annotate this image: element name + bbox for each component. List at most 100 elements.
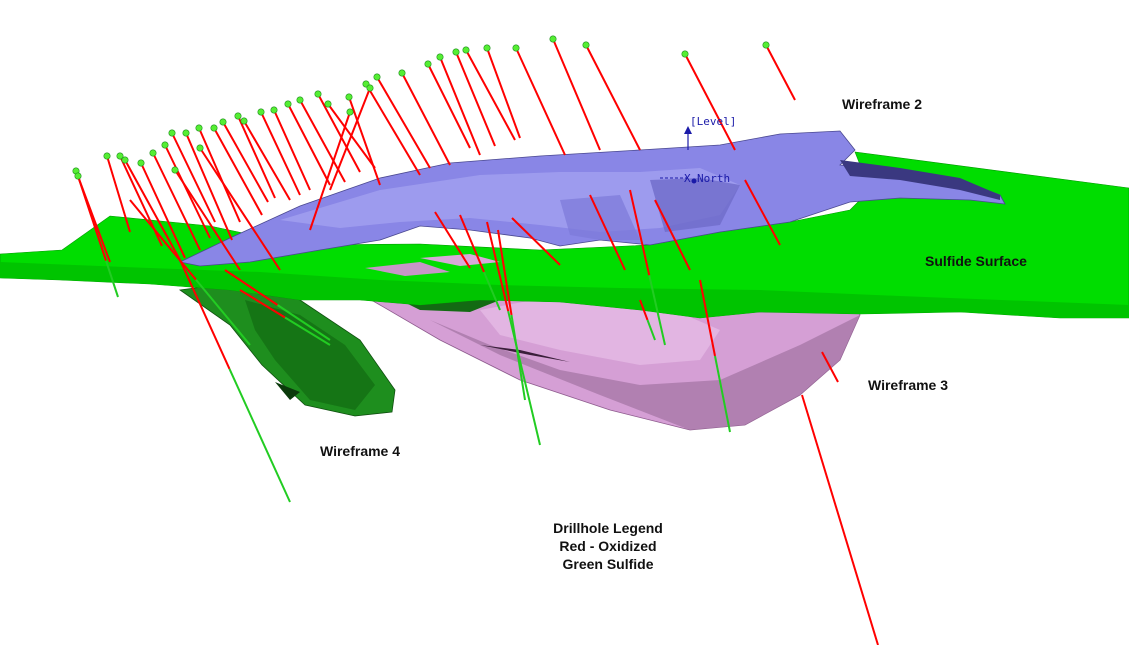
wireframe-2-label: Wireframe 2 [842,96,923,112]
drillhole-collar [424,60,432,68]
drillhole-oxidized-segment [317,93,361,173]
drillhole-collar [366,84,374,92]
drillhole-collar [452,48,460,56]
drillhole-oxidized-segment [77,175,107,262]
drillhole-collar [346,108,354,116]
drillhole-collar [436,53,444,61]
north-axis-label: North [697,172,731,185]
orientation-triad: X [660,126,697,185]
drillhole-oxidized-segment [589,194,626,271]
drillhole-collar [270,106,278,114]
drillhole-oxidized-segment [552,38,601,151]
drillhole-collar [219,118,227,126]
drillhole-oxidized-segment [639,299,649,321]
drillhole-collar [234,112,242,120]
wireframe-3-label: Wireframe 3 [868,377,949,393]
drillhole-collar [137,159,145,167]
drillhole-oxidized-segment [124,159,181,261]
sulfide-surface-label: Sulfide Surface [925,253,1027,269]
drillhole-oxidized-segment [164,144,211,239]
svg-text:X: X [684,172,691,185]
drillhole-collar [257,108,265,116]
drillhole-collar [324,100,332,108]
drillhole-collar [171,166,179,174]
drillhole-collar [681,50,689,58]
drillhole-legend: Drillhole Legend Red - Oxidized Green Su… [508,519,708,573]
drillhole-collar [284,100,292,108]
drillhole-oxidized-segment [224,269,279,306]
drillhole-oxidized-segment [629,189,651,276]
legend-green-entry: Green Sulfide [562,556,654,572]
drillhole-sulfide-segment [228,368,291,503]
drillhole-sulfide-segment [195,279,251,346]
drillhole-oxidized-segment [213,127,263,216]
level-axis-label: [Level] [690,115,737,128]
drillhole-oxidized-segment [129,199,197,281]
drillhole-collar [549,35,557,43]
drillhole-oxidized-segment [106,155,131,233]
drillhole-collar [462,46,470,54]
drillhole-oxidized-segment [465,49,516,141]
drillhole-collar [345,93,353,101]
drillhole-oxidized-segment [273,109,311,191]
drillhole-oxidized-segment [140,162,186,259]
drillhole-group [72,35,879,645]
drillhole-collar [161,141,169,149]
drillhole-oxidized-segment [699,279,716,357]
drillhole-oxidized-segment [365,83,421,176]
drillhole-oxidized-segment [511,217,561,266]
drillhole-oxidized-segment [222,121,269,203]
wireframe-4-label: Wireframe 4 [320,443,401,459]
drillhole-collar [195,124,203,132]
drillhole-collar [296,96,304,104]
drillhole-oxidized-segment [486,47,521,139]
drillhole-oxidized-segment [434,211,471,269]
drillhole-collar [314,90,322,98]
drillhole-oxidized-segment [287,103,331,186]
drillhole-oxidized-segment [376,76,431,169]
drillhole-oxidized-segment [401,72,451,166]
drillhole-oxidized-segment [199,147,281,271]
drillhole-collar [512,44,520,52]
drillhole-collar [74,172,82,180]
drillhole-collar [210,124,218,132]
drillhole-oxidized-segment [171,132,216,223]
drillhole-oxidized-segment [801,394,879,645]
drillhole-sulfide-segment [510,314,526,401]
drillhole-collar [762,41,770,49]
drillhole-oxidized-segment [455,51,496,147]
drillhole-oxidized-segment [585,44,641,151]
drillhole-oxidized-segment [185,132,233,241]
drillhole-sulfide-segment [646,319,656,341]
drillhole-oxidized-segment [684,53,736,151]
drillhole-sulfide-segment [714,355,731,433]
drillhole-collar [582,41,590,49]
drillhole-collar [121,156,129,164]
drillhole-oxidized-segment [348,96,381,186]
drillhole-collar [373,73,381,81]
drillhole-oxidized-segment [427,63,471,149]
drillhole-oxidized-segment [765,44,796,101]
drillhole-oxidized-segment [486,221,510,312]
drillhole-collar [116,152,124,160]
drillhole-oxidized-segment [654,199,691,271]
drillhole-oxidized-segment [260,111,301,196]
drillhole-oxidized-segment [237,115,276,199]
drillhole-sulfide-segment [284,316,331,346]
drillhole-oxidized-segment [744,179,781,246]
legend-title: Drillhole Legend [553,520,663,536]
drillhole-oxidized-segment [174,169,241,271]
drillhole-oxidized-segment [515,47,566,156]
drillhole-oxidized-segment [243,120,291,201]
drillhole-oxidized-segment [329,87,371,191]
drillhole-oxidized-segment [152,152,201,251]
drillhole-oxidized-segment [309,111,351,231]
drillhole-collar [398,69,406,77]
wireframe-4-solid [178,281,500,417]
drillhole-collar [168,129,176,137]
drillhole-collar [196,144,204,152]
drillhole-oxidized-segment [439,56,481,156]
drillhole-sulfide-segment [648,275,666,346]
drillhole-oxidized-segment [821,351,839,383]
